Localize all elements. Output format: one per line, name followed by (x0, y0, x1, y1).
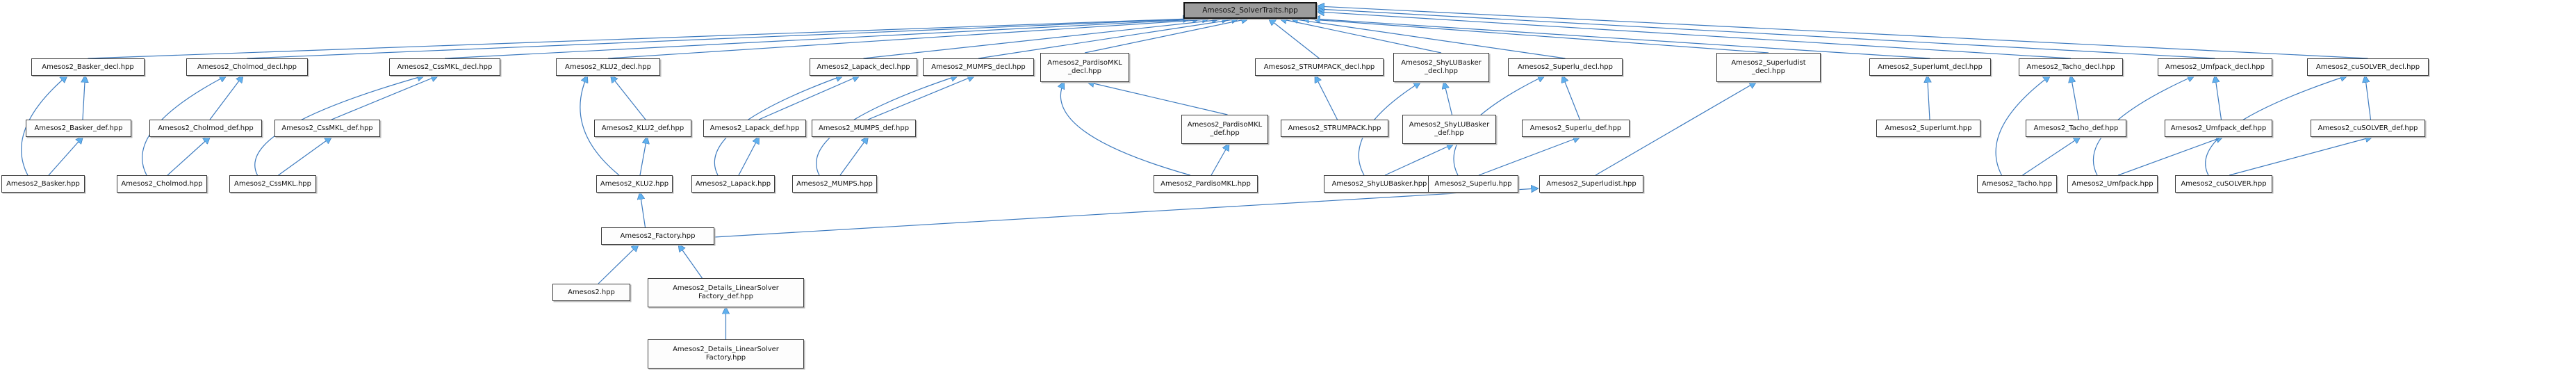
edge-tacho_hpp-to-tacho_decl (1995, 76, 2050, 176)
edge-klu2_hpp-to-klu2_def (639, 137, 647, 176)
node-basker-def[interactable]: Amesos2_Basker_def.hpp (26, 120, 131, 137)
node-tacho-decl[interactable]: Amesos2_Tacho_decl.hpp (2019, 58, 2123, 76)
edge-klu2_def-to-klu2_decl (611, 76, 646, 120)
node-cusolver-decl[interactable]: Amesos2_cuSOLVER_decl.hpp (2307, 58, 2429, 76)
node-root: Amesos2_SolverTraits.hpp (1183, 2, 1317, 19)
edge-lapack_def-to-lapack_decl (758, 76, 860, 120)
node-tacho-hpp[interactable]: Amesos2_Tacho.hpp (1977, 175, 2057, 193)
edge-details_def-to-factory (679, 245, 703, 279)
edge-pardisomkl_decl-to-root (1084, 19, 1248, 54)
edge-umfpack_hpp-to-umfpack_def (2117, 137, 2223, 176)
node-superlumt-decl[interactable]: Amesos2_Superlumt_decl.hpp (1869, 58, 1991, 76)
node-cssmkl-hpp[interactable]: Amesos2_CssMKL.hpp (229, 175, 316, 193)
edge-tacho_decl-to-root (1318, 12, 2072, 59)
node-amesos2[interactable]: Amesos2.hpp (552, 284, 630, 301)
edge-superlu_hpp-to-superlu_def (1478, 137, 1580, 176)
node-umfpack-hpp[interactable]: Amesos2_Umfpack.hpp (2067, 175, 2158, 193)
edge-klu2_hpp-to-klu2_decl (580, 76, 620, 176)
node-mumps-decl[interactable]: Amesos2_MUMPS_decl.hpp (923, 58, 1034, 76)
edge-basker_def-to-basker_decl (83, 76, 85, 120)
edge-mumps_hpp-to-mumps_def (839, 137, 868, 176)
node-cholmod-def[interactable]: Amesos2_Cholmod_def.hpp (149, 120, 262, 137)
node-lapack-hpp[interactable]: Amesos2_Lapack.hpp (691, 175, 775, 193)
edge-basker_hpp-to-basker_def (48, 137, 83, 176)
edge-mumps_decl-to-root (978, 19, 1238, 59)
edge-factory-to-superludist_hpp (714, 188, 1538, 238)
edge-pardisomkl_hpp-to-pardisomkl_def (1211, 144, 1229, 176)
node-pardisomkl-hpp[interactable]: Amesos2_PardisoMKL.hpp (1154, 175, 1258, 193)
edge-superludist_decl-to-root (1302, 19, 1769, 54)
node-pardisomkl-def[interactable]: Amesos2_PardisoMKL _def.hpp (1181, 115, 1268, 144)
node-cssmkl-decl[interactable]: Amesos2_CssMKL_decl.hpp (389, 58, 500, 76)
node-cusolver-hpp[interactable]: Amesos2_cuSOLVER.hpp (2175, 175, 2272, 193)
edge-strumpack_hpp3-to-strumpack_decl (1315, 76, 1338, 120)
node-shylubasker-hpp[interactable]: Amesos2_ShyLUBasker.hpp (1324, 175, 1435, 193)
node-superlu-decl[interactable]: Amesos2_Superlu_decl.hpp (1508, 58, 1623, 76)
edge-cholmod_hpp-to-cholmod_def (167, 137, 210, 176)
edge-shylubasker_hpp-to-shylubasker_def (1384, 144, 1454, 176)
node-mumps-hpp[interactable]: Amesos2_MUMPS.hpp (792, 175, 877, 193)
node-klu2-decl[interactable]: Amesos2_KLU2_decl.hpp (556, 58, 660, 76)
node-superludist-hpp[interactable]: Amesos2_Superludist.hpp (1539, 175, 1643, 193)
node-umfpack-def[interactable]: Amesos2_Umfpack_def.hpp (2165, 120, 2272, 137)
node-superludist-decl[interactable]: Amesos2_Superludist _decl.hpp (1716, 53, 1821, 82)
node-basker-hpp[interactable]: Amesos2_Basker.hpp (1, 175, 85, 193)
node-lapack-decl[interactable]: Amesos2_Lapack_decl.hpp (810, 58, 917, 76)
edge-factory-to-klu2_hpp (640, 193, 646, 228)
node-strumpack-decl[interactable]: Amesos2_STRUMPACK_decl.hpp (1255, 58, 1384, 76)
edge-pardisomkl_hpp-to-pardisomkl_decl (1060, 82, 1191, 176)
edge-tacho_hpp-to-tacho_def (2022, 137, 2081, 176)
edge-shylubasker_def-to-shylubasker_decl (1444, 82, 1453, 115)
edge-superludist_hpp-to-superludist_decl (1595, 82, 1756, 176)
node-shylubasker-def[interactable]: Amesos2_ShyLUBasker _def.hpp (1402, 115, 1496, 144)
edge-tacho_def-to-tacho_decl (2071, 76, 2080, 120)
edge-cusolver_hpp-to-cusolver_def (2229, 137, 2372, 176)
node-basker-decl[interactable]: Amesos2_Basker_decl.hpp (31, 58, 145, 76)
edge-umfpack_decl-to-root (1318, 9, 2215, 59)
edge-strumpack_decl-to-root (1269, 19, 1320, 59)
edge-cholmod_decl-to-root (247, 19, 1200, 59)
node-klu2-hpp[interactable]: Amesos2_KLU2.hpp (596, 175, 673, 193)
node-tacho-def[interactable]: Amesos2_Tacho_def.hpp (2026, 120, 2126, 137)
edge-cholmod_def-to-cholmod_decl (209, 76, 243, 120)
edge-cssmkl_def-to-cssmkl_decl (331, 76, 438, 120)
node-umfpack-decl[interactable]: Amesos2_Umfpack_decl.hpp (2158, 58, 2272, 76)
edge-klu2_decl-to-root (607, 19, 1219, 59)
node-cholmod-decl[interactable]: Amesos2_Cholmod_decl.hpp (186, 58, 308, 76)
edge-pardisomkl_def-to-pardisomkl_decl (1088, 82, 1228, 115)
edge-superlu_def-to-superlu_decl (1563, 76, 1581, 120)
edge-cssmkl_hpp-to-cssmkl_def (278, 137, 332, 176)
edge-lapack_hpp-to-lapack_def (738, 137, 759, 176)
node-klu2-def[interactable]: Amesos2_KLU2_def.hpp (594, 120, 691, 137)
node-details-def[interactable]: Amesos2_Details_LinearSolver Factory_def… (648, 278, 804, 307)
edge-shylubasker_decl-to-root (1280, 19, 1442, 54)
node-strumpack-hpp3[interactable]: Amesos2_STRUMPACK.hpp (1281, 120, 1388, 137)
edge-superlu_decl-to-root (1291, 19, 1566, 59)
node-shylubasker-decl[interactable]: Amesos2_ShyLUBasker _decl.hpp (1393, 53, 1489, 82)
edge-amesos2-to-factory (598, 245, 639, 284)
node-mumps-def[interactable]: Amesos2_MUMPS_def.hpp (812, 120, 916, 137)
node-lapack-def[interactable]: Amesos2_Lapack_def.hpp (703, 120, 806, 137)
edge-basker_decl-to-root (88, 19, 1190, 59)
node-superlu-hpp[interactable]: Amesos2_Superlu.hpp (1428, 175, 1518, 193)
node-details[interactable]: Amesos2_Details_LinearSolver Factory.hpp (648, 339, 804, 369)
edge-cssmkl_decl-to-root (444, 19, 1209, 59)
node-cholmod-hpp[interactable]: Amesos2_Cholmod.hpp (117, 175, 207, 193)
node-factory[interactable]: Amesos2_Factory.hpp (601, 227, 714, 245)
edge-mumps_def-to-mumps_decl (867, 76, 974, 120)
edge-cusolver_decl-to-root (1318, 6, 2368, 59)
node-cssmkl-def[interactable]: Amesos2_CssMKL_def.hpp (274, 120, 380, 137)
node-cusolver-def[interactable]: Amesos2_cuSOLVER_def.hpp (2311, 120, 2425, 137)
edge-superlumt_decl-to-root (1313, 19, 1930, 59)
edge-superlumt_hpp3-to-superlumt_decl (1928, 76, 1930, 120)
edge-cusolver_def-to-cusolver_decl (2365, 76, 2372, 120)
node-superlu-def[interactable]: Amesos2_Superlu_def.hpp (1522, 120, 1630, 137)
node-pardisomkl-decl[interactable]: Amesos2_PardisoMKL _decl.hpp (1040, 53, 1129, 82)
edge-lapack_decl-to-root (863, 19, 1229, 59)
edge-umfpack_def-to-umfpack_decl (2215, 76, 2222, 120)
node-superlumt-hpp3[interactable]: Amesos2_Superlumt.hpp (1876, 120, 1980, 137)
